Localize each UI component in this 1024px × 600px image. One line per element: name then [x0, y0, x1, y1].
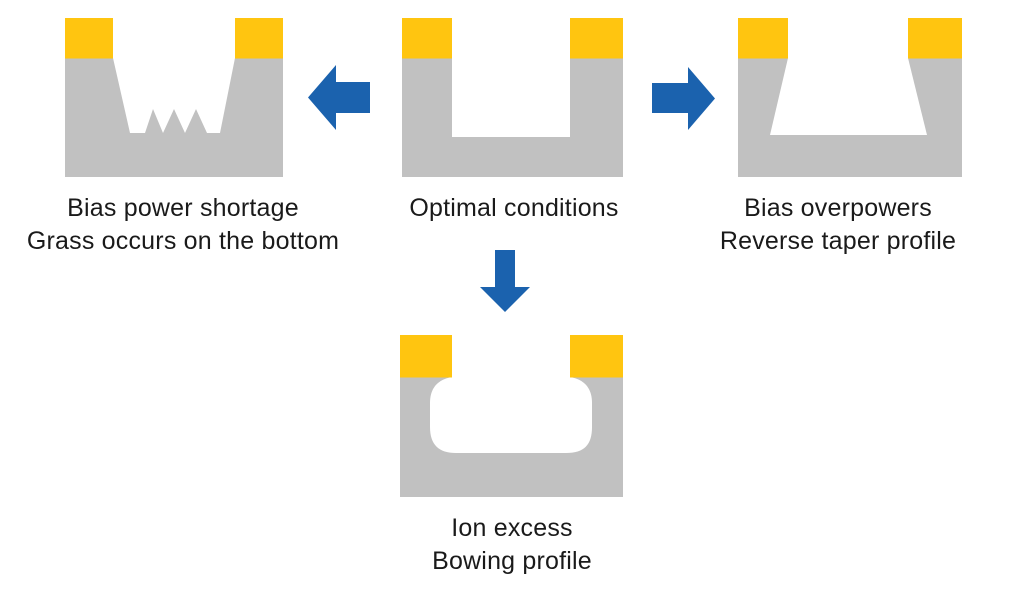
trench-bowing-shape [430, 377, 592, 453]
caption-line: Bias overpowers [744, 194, 932, 222]
mask-cap-left [400, 335, 452, 378]
figure-optimal-profile [402, 18, 623, 177]
mask-cap-right [570, 18, 623, 59]
figure-bowing-profile [400, 335, 623, 497]
caption-line: Ion excess [451, 514, 573, 542]
caption-reverse-taper: Bias overpowers Reverse taper profile [688, 192, 988, 258]
caption-grass-profile: Bias power shortage Grass occurs on the … [13, 192, 353, 258]
trench-reverse-taper-shape [770, 58, 927, 135]
trench-straight-shape [452, 58, 570, 137]
arrow-left-icon [308, 65, 370, 130]
caption-line: Bias power shortage [67, 194, 299, 222]
caption-line: Reverse taper profile [719, 227, 957, 255]
caption-line: Bowing profile [432, 547, 592, 575]
mask-cap-right [570, 335, 623, 378]
mask-cap-left [65, 18, 113, 59]
mask-cap-right [235, 18, 283, 59]
caption-line: Optimal conditions [409, 194, 619, 222]
mask-cap-right [908, 18, 962, 59]
mask-cap-left [738, 18, 788, 59]
caption-bowing-profile: Ion excess Bowing profile [362, 512, 662, 578]
arrow-right-icon [652, 67, 715, 130]
caption-line: Grass occurs on the bottom [26, 227, 340, 255]
figure-grass-profile [65, 18, 283, 177]
figure-reverse-taper-profile [738, 18, 962, 177]
trench-grass-shape [113, 58, 235, 133]
arrow-down-icon [480, 250, 530, 312]
mask-cap-left [402, 18, 452, 59]
caption-optimal-conditions: Optimal conditions [364, 192, 664, 225]
